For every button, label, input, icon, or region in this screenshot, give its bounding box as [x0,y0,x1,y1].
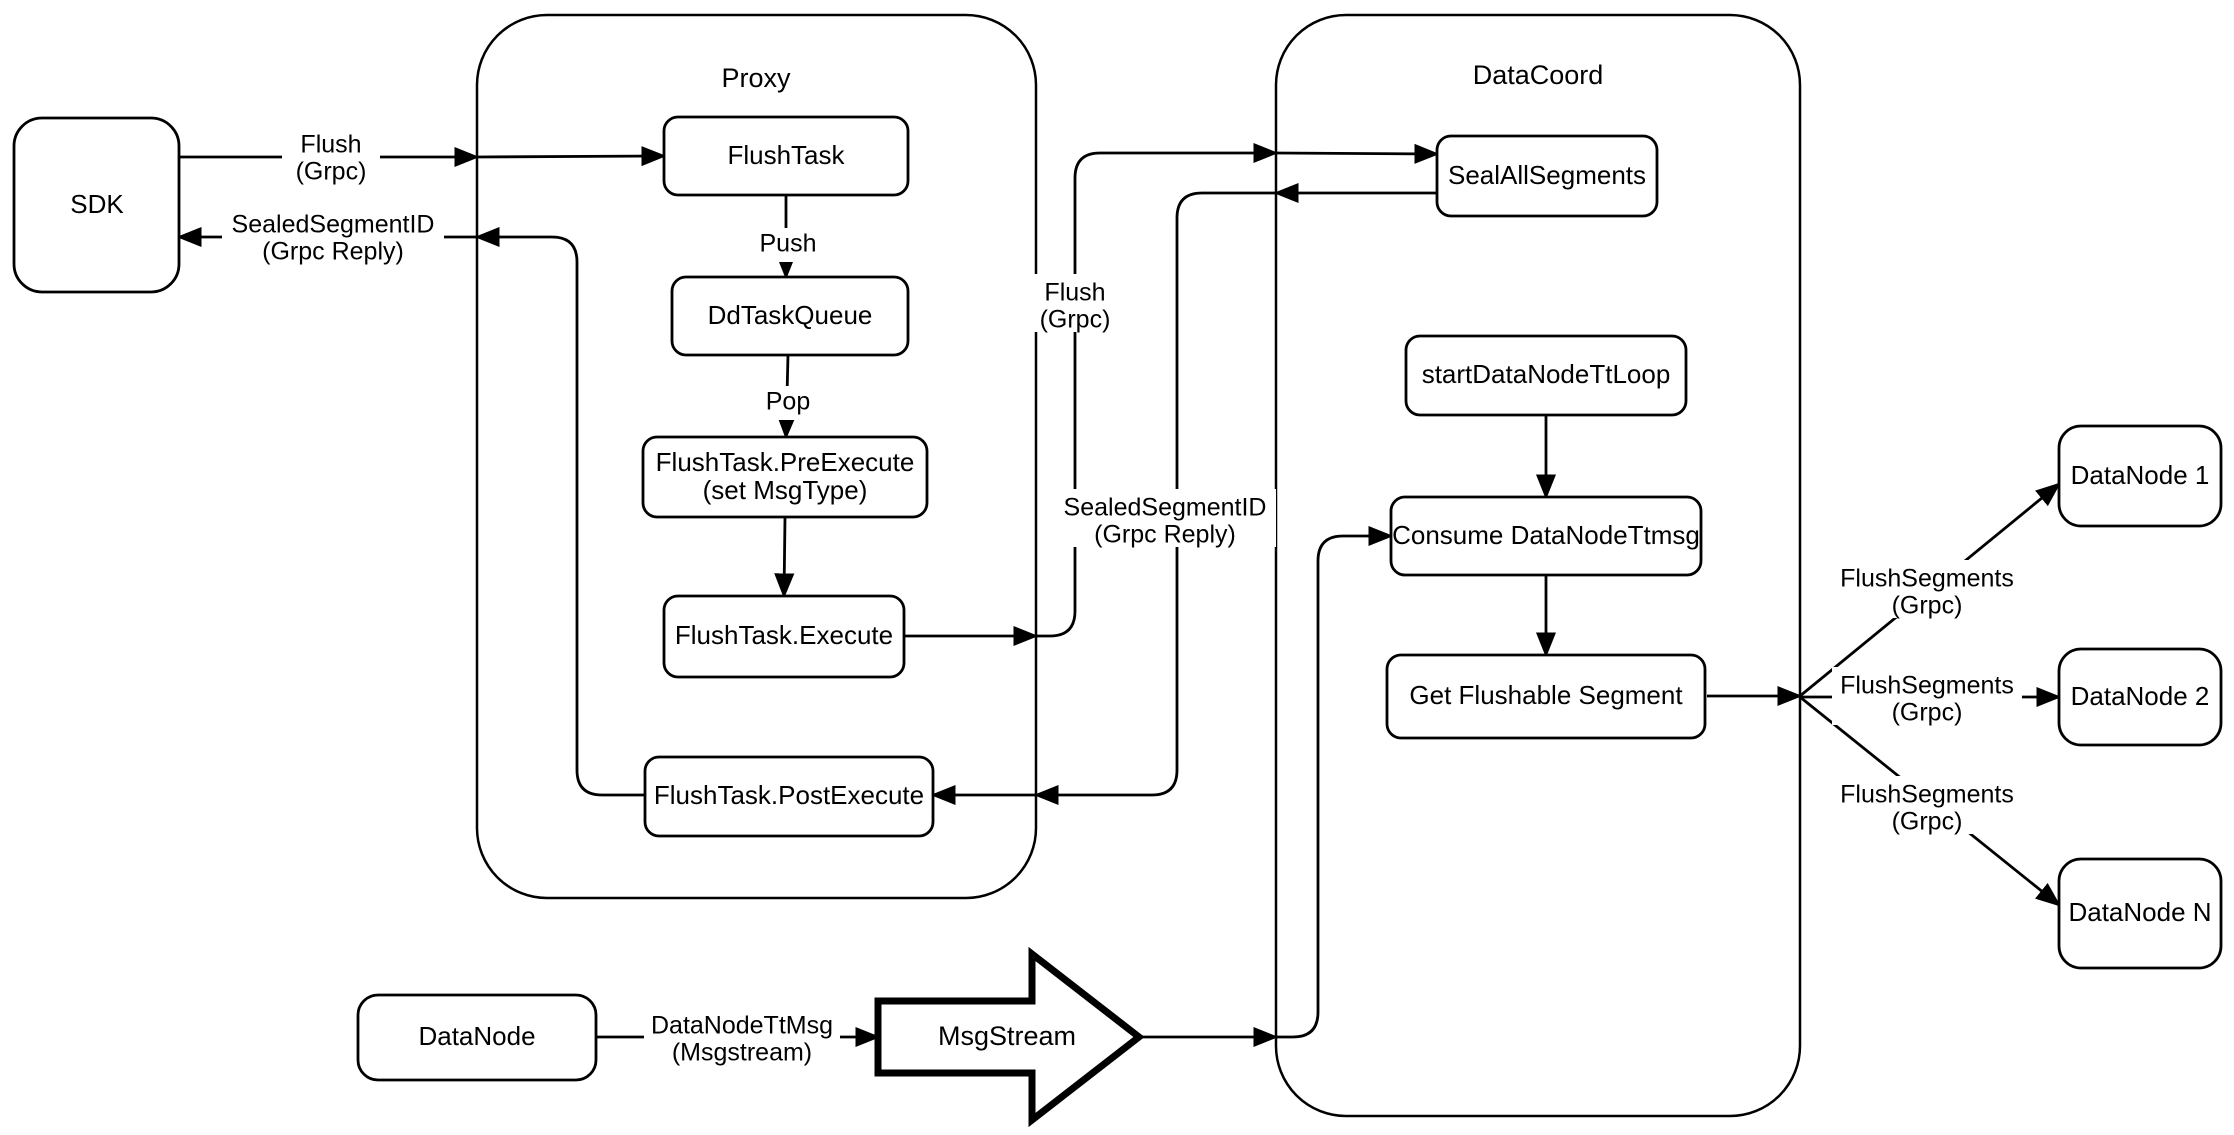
node-box [12,116,181,294]
node-ddtaskqueue: DdTaskQueue [670,275,910,357]
node-label: Consume DataNodeTtmsg [1392,520,1700,550]
edge-label-text: Pop [766,388,810,416]
msgstream-label: MsgStream [938,1021,1076,1051]
node-flushtask-preexecute: FlushTask.PreExecute (set MsgType) [641,435,929,519]
node-sdk: SDK [12,116,181,294]
node-datanode-source: DataNode [356,993,598,1082]
edge-proxy-to-flushtask [476,146,667,167]
node-box [2057,857,2223,970]
node-label: SDK [70,189,124,219]
edge-label-text: DataNodeTtMsg [651,1012,833,1040]
edge-postexecute-out-of-proxy [474,226,645,797]
edge-label-text: Flush [300,131,361,159]
edge-label-text: (Grpc) [1892,699,1963,727]
node-consume-datanodettmsg: Consume DataNodeTtmsg [1389,495,1703,577]
edge-flush-to-datacoord [1036,142,1279,638]
node-datanode-n: DataNode N [2057,857,2223,970]
node-box [1385,653,1707,740]
node-box [662,115,910,197]
node-label: DataNode 1 [2071,460,2210,490]
label-bg [282,126,380,184]
label-bg [644,1007,840,1065]
msgstream-block-arrow: MsgStream [874,946,1145,1128]
edge-label-text: (Grpc) [296,158,367,186]
node-flushtask-execute: FlushTask.Execute [662,594,906,679]
edge-label-flushsegments-3: FlushSegments (Grpc) [1832,776,2022,836]
edge-label-text: (Grpc) [1892,808,1963,836]
proxy-container-title: Proxy [721,63,791,93]
node-box [1404,334,1688,417]
label-bg [1026,274,1124,332]
edge-label-flushsegments-1: FlushSegments (Grpc) [1832,560,2022,620]
node-box [662,594,906,679]
edge-label-text: (Grpc) [1040,306,1111,334]
label-bg [760,386,816,420]
edge-label-pop: Pop [760,386,816,420]
label-bg [1054,489,1276,547]
node-box [2057,647,2223,747]
edge-label-text: SealedSegmentID [232,211,435,239]
edge-label-sealedsegmentid-sdk: SealedSegmentID (Grpc Reply) [222,206,444,266]
node-box [1435,134,1659,218]
edge-label-text: (Grpc) [1892,592,1963,620]
node-label: DdTaskQueue [708,300,873,330]
node-label: FlushTask.PreExecute [656,447,915,477]
node-datanode-2: DataNode 2 [2057,647,2223,747]
node-label: FlushTask.Execute [675,620,893,650]
node-flushtask-postexecute: FlushTask.PostExecute [643,755,935,838]
edge-msgstream-to-consume [1276,525,1394,1039]
edge-label-text: FlushSegments [1840,781,2014,809]
edge-label-text: (Msgstream) [672,1039,812,1067]
label-bg [757,228,819,262]
edge-label-flush-grpc-datacoord: Flush (Grpc) [1026,274,1124,334]
label-bg [1832,667,2022,725]
node-label: DataNode N [2068,897,2211,927]
node-startdatanodettloop: startDataNodeTtLoop [1404,334,1688,417]
node-box [356,993,598,1082]
label-bg [222,206,444,264]
block-arrow-shape [874,946,1145,1128]
node-label: DataNode 2 [2071,681,2210,711]
edge-label-text: FlushSegments [1840,565,2014,593]
edge-label-sealedsegmentid-datacoord: SealedSegmentID (Grpc Reply) [1054,489,1276,549]
edge-label-datanodettmsg: DataNodeTtMsg (Msgstream) [644,1007,840,1067]
node-label: (set MsgType) [703,475,868,505]
node-box [670,275,910,357]
node-box [2057,424,2223,528]
edge-label-text: SealedSegmentID [1064,494,1267,522]
edge-label-flushsegments-2: FlushSegments (Grpc) [1832,667,2022,727]
node-box [1389,495,1703,577]
label-bg [1832,776,2022,834]
edge-label-text: (Grpc Reply) [1094,521,1236,549]
edge-label-text: FlushSegments [1840,672,2014,700]
node-label: Get Flushable Segment [1409,680,1683,710]
edge-label-flush-grpc-sdk: Flush (Grpc) [282,126,380,186]
edge-label-text: Push [760,230,817,258]
node-label: startDataNodeTtLoop [1422,359,1671,389]
node-get-flushable-segment: Get Flushable Segment [1385,653,1707,740]
edge-preexecute-to-execute [774,516,795,599]
node-label: FlushTask [727,140,845,170]
edge-flush-to-sealallsegments [1275,143,1440,164]
node-label: DataNode [418,1021,535,1051]
edge-label-text: Flush [1044,279,1105,307]
node-box [643,755,935,838]
node-label: FlushTask.PostExecute [654,780,924,810]
node-box [641,435,929,519]
node-flushtask: FlushTask [662,115,910,197]
label-bg [1832,560,2022,618]
edge-label-text: (Grpc Reply) [262,238,404,266]
datacoord-container-title: DataCoord [1473,60,1604,90]
node-datanode-1: DataNode 1 [2057,424,2223,528]
node-label: SealAllSegments [1448,160,1646,190]
node-sealallsegments: SealAllSegments [1435,134,1659,218]
edge-label-push: Push [757,228,819,262]
